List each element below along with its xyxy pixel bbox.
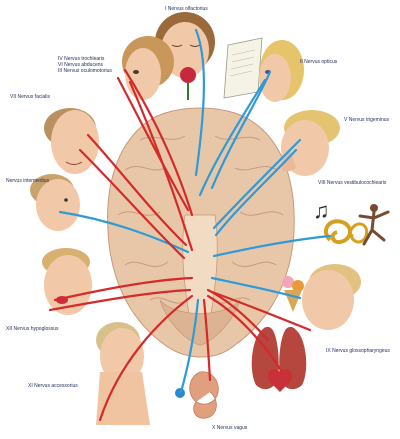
vagus-blue xyxy=(179,298,200,394)
hypoglossal-nerve xyxy=(53,276,194,302)
hypoglossal-nerve-2 xyxy=(48,288,192,312)
face-glossopharyngeus xyxy=(282,264,361,330)
label-facialis: VII Nervus facialis xyxy=(10,94,51,100)
face xyxy=(36,179,80,231)
ice-cream-scoop xyxy=(292,280,304,292)
accessory-nerve xyxy=(98,294,194,422)
dancer-body xyxy=(358,210,390,246)
abducens-nerve xyxy=(128,80,194,252)
ice-cream-cone xyxy=(284,290,302,312)
brain-fold xyxy=(214,135,261,141)
label-trigeminus: V Nervus trigeminus xyxy=(344,117,390,123)
dancer-head xyxy=(370,204,378,212)
olfactory-nerve xyxy=(194,28,206,177)
eye xyxy=(133,70,139,74)
nerves-red xyxy=(48,68,312,422)
label-abducens: VI Nervus abducens xyxy=(58,62,104,68)
brain-fold xyxy=(124,165,166,171)
facial-nerve xyxy=(86,133,188,247)
brain-base xyxy=(107,107,295,358)
label-opticus: II Nervus opticus xyxy=(300,59,338,65)
brain-fold xyxy=(124,261,169,268)
trochlear-nerve xyxy=(123,68,194,217)
face xyxy=(125,48,161,100)
label-glossopharyngeus: IX Nervus glossopharyngeus xyxy=(326,348,390,354)
eye xyxy=(64,198,68,202)
nerves-blue xyxy=(58,28,332,394)
hearing-balance-group: ♫ xyxy=(313,198,390,246)
optic-nerve-2 xyxy=(198,78,267,197)
label-olfactorius: I Nervus olfactorius xyxy=(165,6,208,12)
oculomotor-nerve xyxy=(116,76,190,212)
stomach-intestine xyxy=(189,371,219,419)
ice-cream-scoop xyxy=(282,276,294,288)
music-notes-icon: ♫ xyxy=(313,198,330,223)
label-accessorius: XI Nervus accessorius xyxy=(28,383,78,389)
face-trigeminus xyxy=(281,110,340,176)
glossopharyngeal-nerve xyxy=(210,276,302,300)
label-hypoglossus: XII Nervus hypoglossus xyxy=(6,326,59,332)
trigeminus-nerve-2 xyxy=(214,148,298,237)
face-facialis xyxy=(44,108,99,174)
closed-eye xyxy=(171,44,183,47)
heart xyxy=(267,369,293,392)
label-oculomotorius: III Nervus oculomotorius xyxy=(58,68,112,74)
label-vagus: X Nervus vagus xyxy=(212,425,248,431)
label-vestibulocochlearis: VIII Nervus vestibulocochlearis xyxy=(318,180,387,186)
face xyxy=(259,54,291,102)
book-lines xyxy=(229,49,256,77)
label-intermedius: Nervus intermedius xyxy=(6,178,50,184)
brain-fold xyxy=(231,261,277,268)
semicircular-canal xyxy=(348,222,369,244)
book xyxy=(223,37,263,99)
face-eye-muscles xyxy=(122,36,174,100)
facial-nerve-2 xyxy=(78,148,186,260)
inner-ear xyxy=(323,219,352,245)
face xyxy=(100,328,144,384)
vagus-red-heart xyxy=(206,294,284,374)
mouth xyxy=(65,161,83,165)
intermedius-nerve xyxy=(58,210,190,254)
optic-nerve xyxy=(210,70,272,190)
face-reading xyxy=(223,37,304,102)
trigeminus-nerve xyxy=(212,138,302,230)
face-intermedius xyxy=(30,174,80,231)
vagus-red-stomach xyxy=(202,298,212,382)
neck xyxy=(96,372,150,425)
glossopharyngeal-red xyxy=(210,290,312,332)
rose-flower xyxy=(180,67,196,83)
label-trochlearis: IV Nervus trochlearis xyxy=(58,56,105,62)
face-accessorius xyxy=(96,322,150,425)
earring xyxy=(175,388,185,398)
face xyxy=(302,270,354,330)
vagus-organs xyxy=(175,326,307,419)
face-hypoglossus xyxy=(42,248,92,315)
vestibulocochlear-nerve xyxy=(212,234,332,258)
brain-fold xyxy=(239,211,284,216)
closed-eye xyxy=(189,44,201,47)
